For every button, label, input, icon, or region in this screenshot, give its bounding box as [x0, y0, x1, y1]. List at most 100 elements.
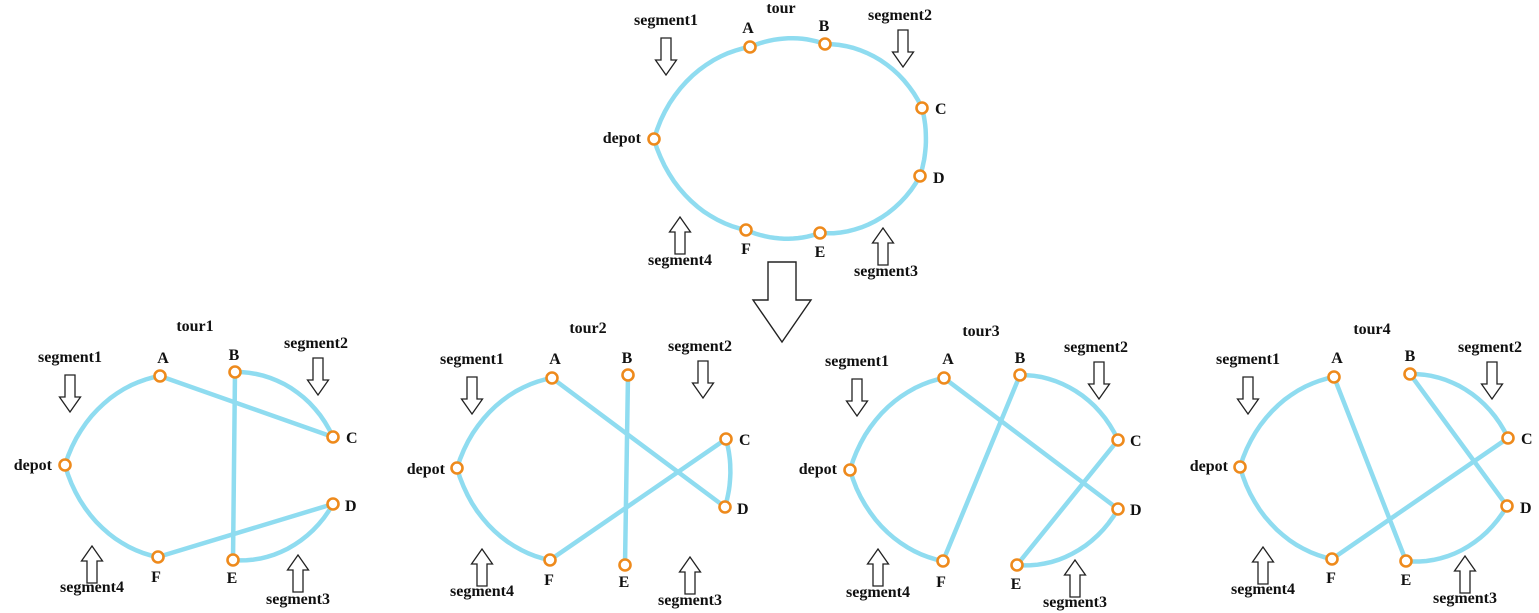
tour-title-tour4: tour4 — [1353, 321, 1390, 338]
segment-label-tour-segment4: segment4 — [648, 252, 712, 269]
node-tour4-F — [1325, 552, 1339, 566]
node-tour4-D — [1500, 499, 1514, 513]
edge-tour1-D-F — [155, 501, 336, 560]
nodes-layer — [58, 37, 1515, 572]
node-tour3-C — [1111, 433, 1125, 447]
node-tour1-C — [326, 430, 340, 444]
segment-label-tour4-segment2: segment2 — [1458, 339, 1522, 356]
segment-label-tour-segment1: segment1 — [634, 12, 698, 29]
node-label-tour4-B: B — [1405, 348, 1416, 365]
up-arrow-icon — [1453, 554, 1477, 594]
node-label-tour4-C: C — [1521, 431, 1533, 448]
up-arrow-icon — [1251, 545, 1275, 585]
node-tour3-E — [1010, 558, 1024, 572]
node-label-tour1-B: B — [229, 347, 240, 364]
segment-label-tour1-segment3: segment3 — [266, 591, 330, 608]
node-label-tour3-A: A — [942, 351, 954, 368]
down-arrow-icon — [306, 357, 330, 397]
node-tour-E — [813, 226, 827, 240]
node-label-tour4-D: D — [1520, 500, 1532, 517]
node-tour2-F — [543, 553, 557, 567]
edge-tour4-A-E — [1331, 374, 1409, 564]
segment-label-tour1-segment4: segment4 — [60, 579, 124, 596]
segment-label-tour-segment3: segment3 — [854, 263, 918, 280]
node-label-tour2-depot: depot — [407, 461, 446, 478]
segment-label-tour4-segment4: segment4 — [1231, 581, 1295, 598]
node-tour1-A — [153, 369, 167, 383]
edge-tour3-C-B — [1017, 372, 1121, 443]
node-tour4-B — [1403, 367, 1417, 381]
node-label-tour3-E: E — [1011, 576, 1022, 593]
node-label-tour4-F: F — [1326, 570, 1336, 587]
segment-label-tour2-segment1: segment1 — [440, 351, 504, 368]
down-arrow-icon — [1480, 361, 1504, 401]
node-tour-F — [739, 223, 753, 237]
edge-tour1-B-E — [230, 369, 238, 563]
edge-tour4-D-B — [1407, 371, 1510, 509]
edge-tour1-F-depot — [62, 462, 161, 560]
node-label-tour3-depot: depot — [799, 461, 838, 478]
segment-label-tour1-segment1: segment1 — [38, 349, 102, 366]
node-tour2-depot — [450, 461, 464, 475]
node-tour1-depot — [58, 458, 72, 472]
down-arrow-icon — [1087, 361, 1111, 401]
edge-tour2-depot-A — [454, 375, 555, 471]
edge-tour-E-F — [743, 227, 823, 241]
up-arrow-icon — [80, 544, 104, 584]
node-label-tour2-F: F — [544, 572, 554, 589]
edge-tour1-C-B — [232, 369, 336, 440]
node-label-tour-D: D — [933, 170, 945, 187]
node-label-tour4-depot: depot — [1190, 458, 1229, 475]
edge-tour1-A-C — [157, 373, 336, 440]
node-tour4-A — [1327, 370, 1341, 384]
node-label-tour-B: B — [819, 18, 830, 35]
edges-layer — [62, 36, 1511, 568]
edge-tour2-A-D — [549, 375, 728, 510]
node-tour4-depot — [1233, 460, 1247, 474]
node-tour1-E — [226, 553, 240, 567]
edge-tour4-B-C — [1407, 371, 1511, 441]
edge-tour3-D-E — [1014, 506, 1121, 568]
edge-tour2-C-F — [547, 436, 729, 563]
node-label-tour4-E: E — [1401, 572, 1412, 589]
edge-tour2-B-E — [622, 372, 631, 568]
edge-tour4-F-depot — [1237, 464, 1335, 562]
node-tour4-C — [1501, 431, 1515, 445]
down-arrow-icon — [751, 261, 813, 344]
node-label-tour2-C: C — [739, 432, 751, 449]
tour-title-tour2: tour2 — [569, 320, 606, 337]
node-label-tour1-depot: depot — [14, 457, 53, 474]
segment-label-tour2-segment3: segment3 — [658, 592, 722, 609]
down-arrow-icon — [654, 37, 678, 77]
down-arrow-icon — [1236, 376, 1260, 416]
node-tour3-D — [1111, 502, 1125, 516]
segment-label-tour1-segment2: segment2 — [284, 335, 348, 352]
node-label-tour-C: C — [935, 101, 947, 118]
up-arrow-icon — [866, 547, 890, 587]
node-tour2-D — [718, 500, 732, 514]
up-arrow-icon — [470, 547, 494, 587]
down-arrow-icon — [58, 374, 82, 414]
segment-label-tour-segment2: segment2 — [868, 7, 932, 24]
node-tour2-E — [618, 558, 632, 572]
node-tour2-B — [621, 368, 635, 382]
edge-tour-A-B — [747, 36, 828, 50]
edge-tour3-B-F — [940, 372, 1023, 564]
node-tour-C — [915, 101, 929, 115]
edge-tour3-A-D — [941, 375, 1121, 512]
node-tour1-D — [326, 497, 340, 511]
node-label-tour3-B: B — [1015, 350, 1026, 367]
edge-tour3-F-depot — [847, 467, 946, 564]
node-tour3-A — [937, 371, 951, 385]
segment-label-tour3-segment4: segment4 — [846, 584, 910, 601]
node-tour-D — [913, 169, 927, 183]
node-tour2-A — [545, 371, 559, 385]
node-label-tour2-E: E — [619, 574, 630, 591]
node-tour3-F — [936, 554, 950, 568]
edge-tour4-depot-A — [1237, 374, 1337, 470]
edge-tour-D-E — [817, 173, 923, 236]
node-label-tour-A: A — [742, 20, 754, 37]
edge-tour3-depot-A — [847, 375, 947, 473]
edge-tour-C-D — [917, 105, 929, 179]
